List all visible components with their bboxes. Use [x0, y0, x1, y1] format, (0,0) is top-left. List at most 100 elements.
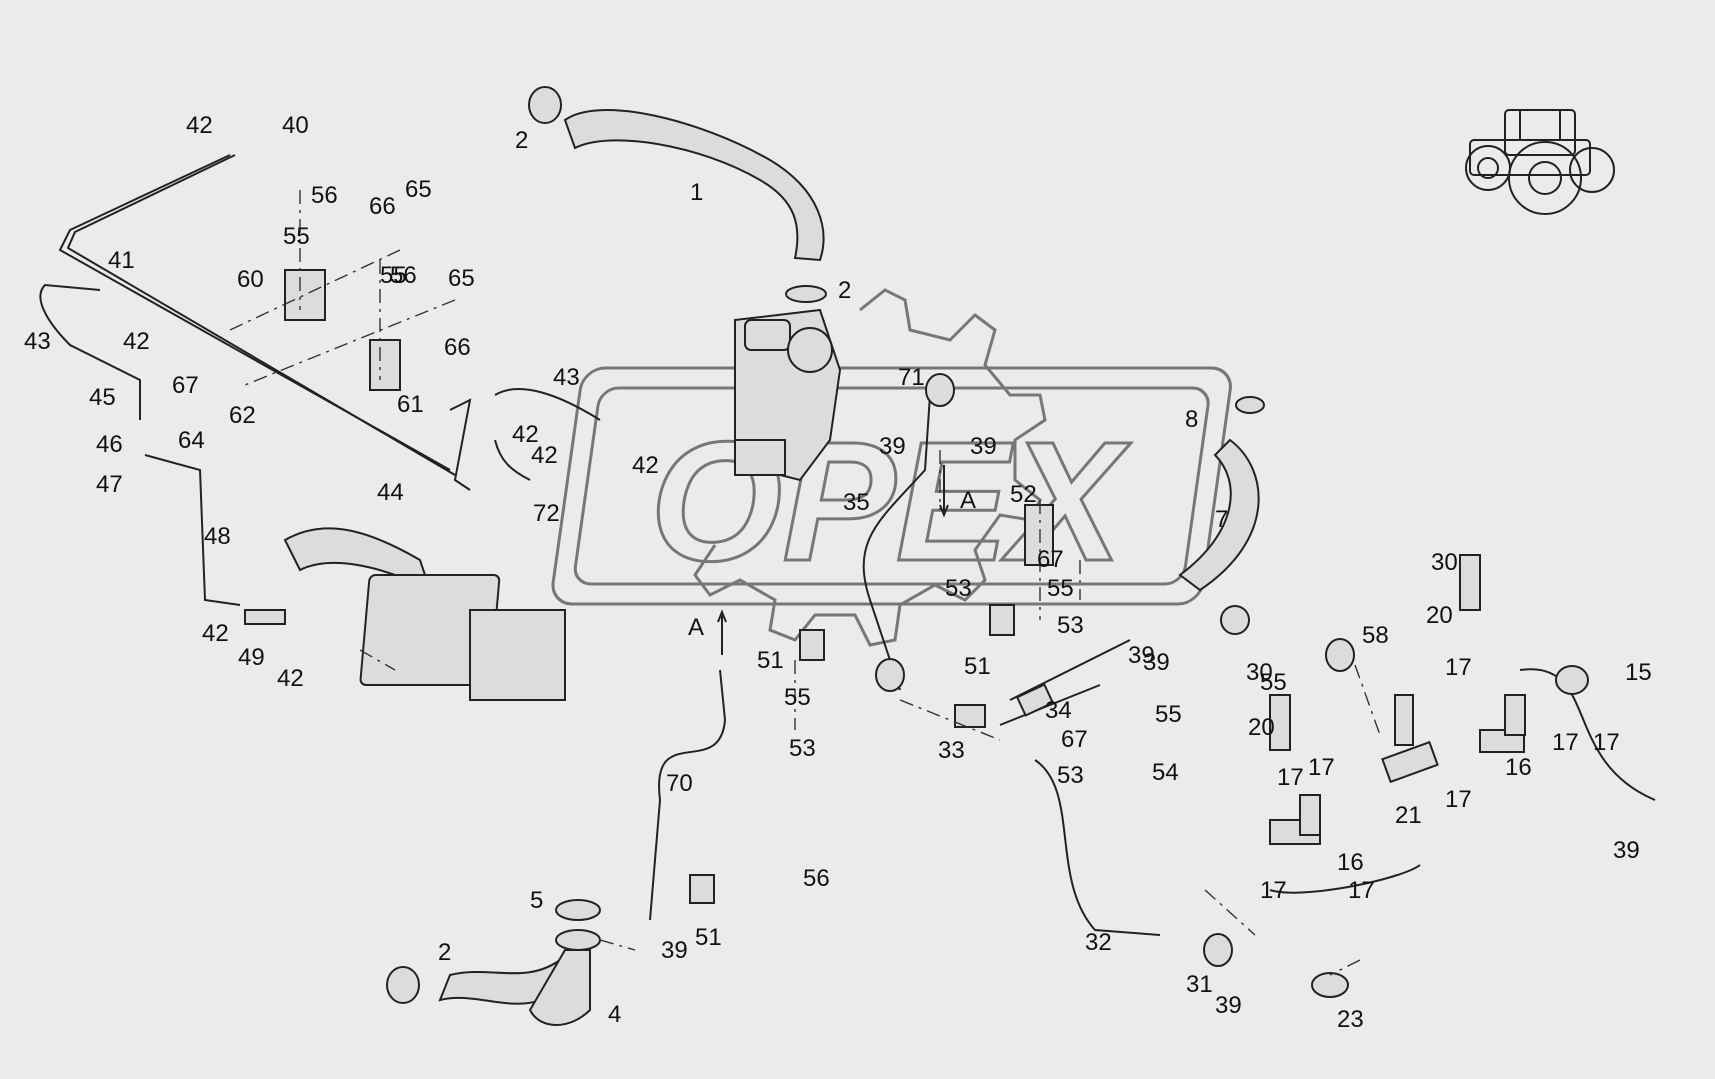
callout-8: 8	[1185, 406, 1198, 433]
callout-16: 16	[1505, 754, 1532, 781]
tractor-icon	[1465, 109, 1615, 215]
callout-42: 42	[531, 442, 558, 469]
callout-17: 17	[1308, 754, 1335, 781]
callout-32: 32	[1085, 929, 1112, 956]
callout-43: 43	[24, 328, 51, 355]
callout-43: 43	[553, 364, 580, 391]
callout-30: 30	[1246, 659, 1273, 686]
callout-42: 42	[277, 665, 304, 692]
callout-16: 16	[1337, 849, 1364, 876]
callout-17: 17	[1552, 729, 1579, 756]
callout-45: 45	[89, 384, 116, 411]
callout-70: 70	[666, 770, 693, 797]
callout-1: 1	[690, 179, 703, 206]
callout-55: 55	[380, 262, 407, 289]
callout-53: 53	[789, 735, 816, 762]
watermark-text: OPEX	[650, 407, 1131, 597]
callout-30: 30	[1431, 549, 1458, 576]
lower-hose	[386, 899, 601, 1026]
callout-51: 51	[964, 653, 991, 680]
callout-17: 17	[1260, 877, 1287, 904]
callout-21: 21	[1395, 802, 1422, 829]
callout-65: 65	[405, 176, 432, 203]
callout-62: 62	[229, 402, 256, 429]
callout-17: 17	[1348, 877, 1375, 904]
callout-56: 56	[803, 865, 830, 892]
fittings	[244, 269, 1589, 998]
callout-49: 49	[238, 644, 265, 671]
callout-39: 39	[1143, 649, 1170, 676]
callout-40: 40	[282, 112, 309, 139]
callout-54: 54	[1152, 759, 1179, 786]
callout-55: 55	[1047, 575, 1074, 602]
callout-39: 39	[970, 433, 997, 460]
callout-2: 2	[515, 127, 528, 154]
callout-42: 42	[512, 421, 539, 448]
callout-2: 2	[438, 939, 451, 966]
callout-20: 20	[1426, 602, 1453, 629]
callout-35: 35	[843, 489, 870, 516]
callout-33: 33	[938, 737, 965, 764]
thermostat-housing	[734, 308, 842, 482]
callout-53: 53	[1057, 762, 1084, 789]
callout-67: 67	[1061, 726, 1088, 753]
callout-72: 72	[533, 500, 560, 527]
callout-2: 2	[838, 277, 851, 304]
callout-55: 55	[1155, 701, 1182, 728]
callout-39: 39	[1128, 642, 1155, 669]
callout-4: 4	[608, 1001, 621, 1028]
callout-67: 67	[172, 372, 199, 399]
callout-39: 39	[1215, 992, 1242, 1019]
callout-17: 17	[1277, 764, 1304, 791]
callout-60: 60	[237, 266, 264, 293]
callout-48: 48	[204, 523, 231, 550]
upper-hose	[528, 86, 827, 303]
callout-23: 23	[1337, 1006, 1364, 1033]
callout-66: 66	[444, 334, 471, 361]
callout-42: 42	[186, 112, 213, 139]
callout-71: 71	[898, 364, 925, 391]
callout-15: 15	[1625, 659, 1652, 686]
callout-53: 53	[945, 575, 972, 602]
hose-7	[1178, 438, 1260, 592]
callout-61: 61	[397, 391, 424, 418]
heater-core	[283, 527, 566, 701]
section-marks: A A	[688, 465, 976, 655]
callout-34: 34	[1045, 697, 1072, 724]
callout-47: 47	[96, 471, 123, 498]
watermark: OPEX	[551, 288, 1232, 647]
callout-20: 20	[1248, 714, 1275, 741]
callout-64: 64	[178, 427, 205, 454]
section-mark-a-top: A	[960, 487, 976, 514]
callout-67: 67	[1037, 546, 1064, 573]
callout-17: 17	[1445, 786, 1472, 813]
callout-52: 52	[1010, 481, 1037, 508]
callout-55: 55	[784, 684, 811, 711]
callout-41: 41	[108, 247, 135, 274]
callout-66: 66	[369, 193, 396, 220]
callout-39: 39	[879, 433, 906, 460]
callout-42: 42	[632, 452, 659, 479]
callout-55: 55	[1260, 669, 1287, 696]
callout-42: 42	[123, 328, 150, 355]
leader-lines	[229, 190, 1381, 976]
callout-46: 46	[96, 431, 123, 458]
callout-65: 65	[448, 265, 475, 292]
callout-17: 17	[1593, 729, 1620, 756]
callout-31: 31	[1186, 971, 1213, 998]
callout-39: 39	[1613, 837, 1640, 864]
callout-51: 51	[695, 924, 722, 951]
callout-53: 53	[1057, 612, 1084, 639]
callout-51: 51	[757, 647, 784, 674]
callout-5: 5	[530, 887, 543, 914]
callout-44: 44	[377, 479, 404, 506]
callout-17: 17	[1445, 654, 1472, 681]
callout-7: 7	[1215, 506, 1228, 533]
callout-39: 39	[661, 937, 688, 964]
pipes	[39, 154, 1656, 936]
callout-55: 55	[283, 223, 310, 250]
callout-58: 58	[1362, 622, 1389, 649]
callout-42: 42	[202, 620, 229, 647]
